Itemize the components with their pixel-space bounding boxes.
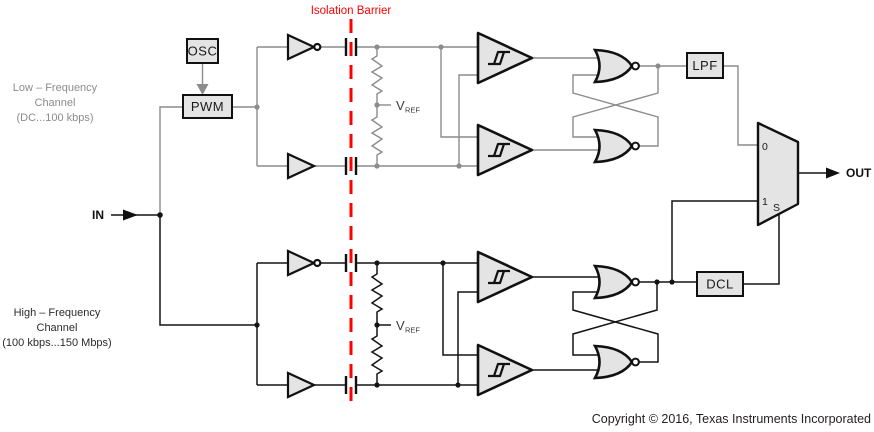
schmitt-trigger-top-1	[476, 31, 534, 85]
inverter-bubble	[313, 42, 322, 52]
in-arrowhead	[123, 209, 138, 221]
vref-label-top: V REF	[396, 98, 420, 115]
svg-text:V: V	[396, 318, 405, 333]
lpf-label: LPF	[692, 58, 717, 73]
low-frequency-channel-wires	[159, 46, 758, 214]
mux-input0-label: 0	[762, 141, 768, 153]
dcl-to-mux-select-wire	[743, 212, 780, 285]
nor-gate-top-2	[592, 128, 640, 164]
schmitt-triggers	[476, 31, 534, 397]
pwm-label: PWM	[191, 99, 224, 114]
svg-text:V: V	[396, 98, 405, 113]
pwm-input-wire	[159, 106, 183, 214]
output-mux	[756, 121, 800, 227]
osc-to-pwm-arrowhead	[196, 84, 209, 95]
low-frequency-junction-dots	[254, 44, 661, 169]
isolation-cap-top-1	[344, 38, 358, 56]
svg-text:(100 kbps...150 Mbps): (100 kbps...150 Mbps)	[2, 337, 111, 349]
nor-gates	[592, 48, 640, 380]
osc-box	[186, 38, 219, 64]
svg-text:Channel: Channel	[35, 97, 76, 109]
svg-text:(DC...100 kbps): (DC...100 kbps)	[16, 112, 93, 124]
isolation-barrier-label: Isolation Barrier	[311, 5, 392, 17]
latch-top-feedback-a	[572, 66, 659, 138]
lpf-box	[686, 52, 724, 79]
svg-text:REF: REF	[405, 106, 420, 115]
svg-text:Channel: Channel	[37, 322, 78, 334]
tx-buffer-top	[286, 152, 317, 180]
mux-input1-label: 1	[762, 196, 768, 208]
schmitt-trigger-bottom-2	[476, 343, 534, 397]
dcl-label: DCL	[706, 277, 734, 292]
latch-bottom-feedback-b	[572, 291, 659, 363]
tx-buffer-bottom	[286, 371, 317, 399]
resistor-top-upper	[370, 47, 384, 105]
hysteresis-icon	[488, 142, 510, 158]
pwm-box	[182, 94, 233, 119]
latch-top-feedback-b	[572, 74, 659, 147]
nor-gate-bottom-1	[592, 264, 640, 300]
inverter-bubble	[313, 258, 322, 268]
resistor-top-lower	[370, 105, 384, 166]
nor-bubble	[631, 277, 640, 287]
dcl-box	[696, 271, 744, 297]
hysteresis-icon	[488, 362, 510, 378]
high-frequency-channel-wires	[111, 172, 826, 386]
isolation-cap-bottom-2	[344, 376, 358, 394]
copyright-notice: Copyright © 2016, Texas Instruments Inco…	[592, 412, 871, 426]
latch-bottom-feedback-a	[572, 282, 658, 356]
high-frequency-junction-dots	[157, 212, 675, 388]
isolation-capacitors	[344, 38, 358, 394]
svg-text:REF: REF	[405, 326, 420, 335]
tx-inverter-bottom	[286, 249, 322, 277]
schmitt-trigger-top-2	[476, 123, 534, 177]
lpf-to-mux-wire	[723, 65, 758, 146]
svg-text:Low – Frequency: Low – Frequency	[13, 82, 98, 94]
hysteresis-icon	[488, 50, 510, 66]
hysteresis-icon	[488, 269, 510, 285]
nor-gate-top-1	[592, 48, 640, 84]
vref-label-bottom: V REF	[396, 318, 420, 335]
mux-select-label: S	[773, 202, 780, 214]
svg-text:High – Frequency: High – Frequency	[14, 307, 101, 319]
nor-bubble	[631, 61, 640, 71]
osc-label: OSC	[188, 44, 218, 59]
isolation-cap-bottom-1	[344, 254, 358, 272]
nor-to-mux1-wire	[671, 200, 758, 282]
isolation-cap-top-2	[344, 157, 358, 175]
low-frequency-channel-label: Low – Frequency Channel (DC...100 kbps)	[13, 82, 98, 124]
in-label: IN	[92, 208, 104, 222]
resistor-bottom-lower	[370, 325, 384, 385]
nor-bubble	[631, 357, 640, 367]
high-frequency-channel-label: High – Frequency Channel (100 kbps...150…	[2, 307, 111, 349]
schmitt-trigger-bottom-1	[476, 250, 534, 304]
out-arrowhead	[826, 167, 840, 179]
nor-gate-bottom-2	[592, 344, 640, 380]
resistor-bottom-upper	[370, 263, 384, 325]
out-label: OUT	[846, 166, 872, 180]
nor-bubble	[631, 141, 640, 151]
tx-inverter-top	[286, 33, 322, 61]
